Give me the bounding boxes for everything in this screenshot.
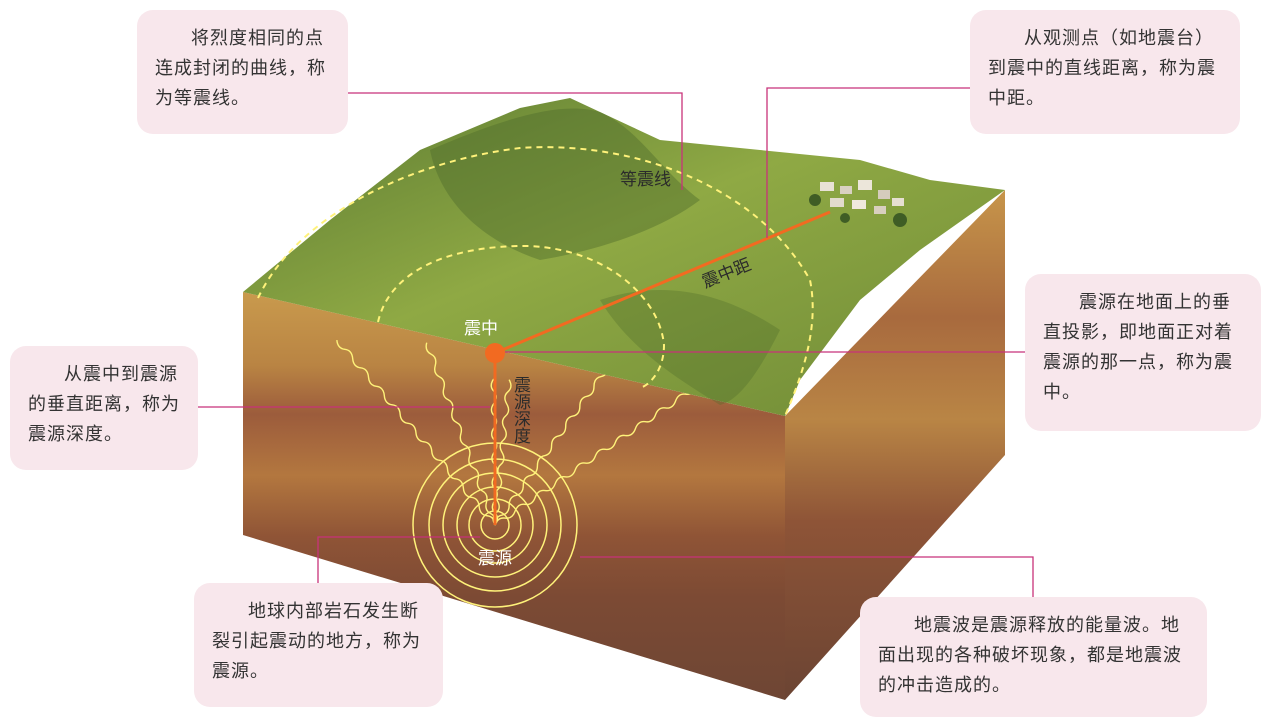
- isoseismal-line-outer: [257, 146, 814, 417]
- callout-focal-depth: 从震中到震源的垂直距离，称为震源深度。: [10, 346, 198, 470]
- mountain-shade: [430, 108, 700, 260]
- isoseismal-label: 等震线: [620, 170, 671, 190]
- village-icon: [809, 180, 907, 227]
- leader-hypocenter: [317, 536, 480, 583]
- valley-shade: [600, 290, 780, 405]
- callout-isoseismal: 将烈度相同的点连成封闭的曲线，称为等震线。: [137, 10, 348, 134]
- callout-hypocenter: 地球内部岩石发生断裂引起震动的地方，称为震源。: [194, 583, 443, 707]
- epicenter-label: 震中: [464, 319, 498, 339]
- isoseismal-line-inner: [377, 244, 666, 389]
- epicenter-dot: [485, 343, 505, 363]
- callout-epicentral-distance: 从观测点（如地震台）到震中的直线距离，称为震中距。: [970, 10, 1240, 134]
- leader-lines: [198, 87, 1034, 597]
- callout-epicenter: 震源在地面上的垂直投影，即地面正对着震源的那一点，称为震中。: [1025, 274, 1261, 431]
- leader-seismic-wave: [580, 556, 1034, 597]
- leader-epicentral-distance: [766, 87, 970, 238]
- epicentral-distance-line: [494, 210, 831, 355]
- terrain-surface: [243, 98, 1005, 416]
- hypocenter-label: 震源: [478, 549, 512, 569]
- block-side-face: [785, 190, 1005, 700]
- leader-isoseismal: [348, 92, 683, 190]
- focal-depth-label: 震源深度: [510, 376, 531, 444]
- callout-seismic-wave: 地震波是震源释放的能量波。地面出现的各种破坏现象，都是地震波的冲击造成的。: [860, 597, 1207, 717]
